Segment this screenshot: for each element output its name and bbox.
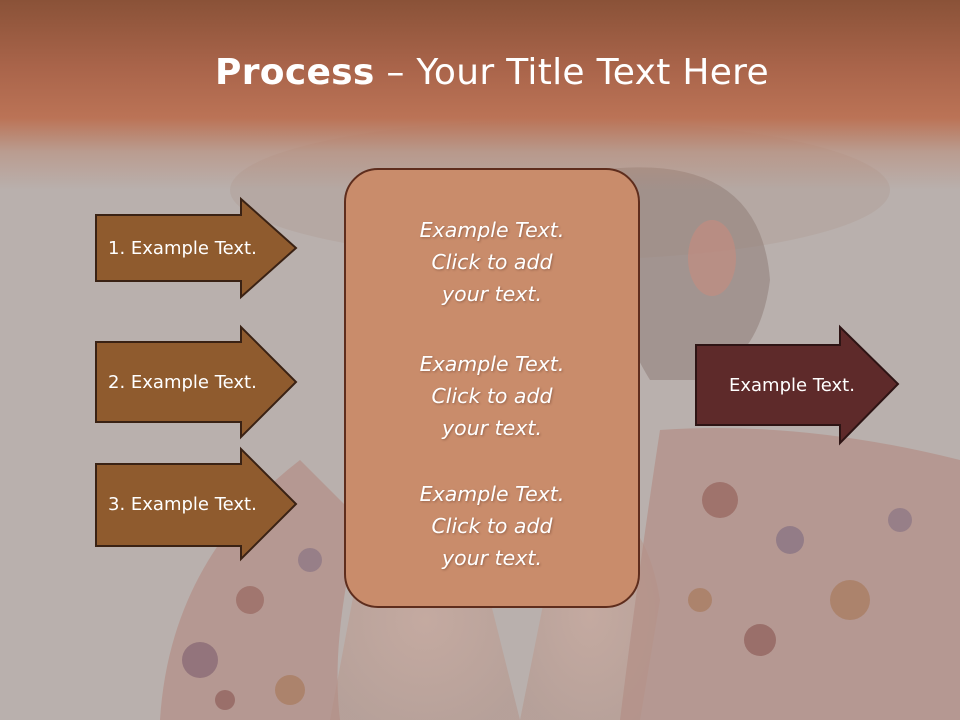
left-arrow-3-label: 3. Example Text. [108,493,257,515]
right-arrow[interactable]: Example Text. [695,324,900,446]
center-text-group-2: Example Text. Click to add your text. [346,348,638,444]
group-3-line-3: your text. [442,546,542,570]
group-1-line-3: your text. [442,282,542,306]
title-bold: Process [215,52,375,93]
header-band [0,0,960,190]
center-text-group-3: Example Text. Click to add your text. [346,478,638,574]
group-1-line-2: Click to add [431,250,553,274]
right-arrow-label: Example Text. [729,374,855,396]
arrow-right-shape [95,196,298,300]
left-arrow-3[interactable]: 3. Example Text. [95,446,298,562]
group-3-line-2: Click to add [431,514,553,538]
arrow-right-shape [95,446,298,562]
left-arrow-1-label: 1. Example Text. [108,237,257,259]
group-1-line-1: Example Text. [419,218,565,242]
center-text-group-1: Example Text. Click to add your text. [346,214,638,310]
left-arrow-1[interactable]: 1. Example Text. [95,196,298,300]
group-3-line-1: Example Text. [419,482,565,506]
arrow-right-shape [95,324,298,440]
arrow-right-shape [695,324,900,446]
group-2-line-3: your text. [442,416,542,440]
group-2-line-1: Example Text. [419,352,565,376]
left-arrow-2[interactable]: 2. Example Text. [95,324,298,440]
group-2-line-2: Click to add [431,384,553,408]
center-text-box[interactable]: Example Text. Click to add your text. Ex… [344,168,640,608]
left-arrow-2-label: 2. Example Text. [108,371,257,393]
slide-title[interactable]: Process – Your Title Text Here [0,52,960,93]
title-rest: – Your Title Text Here [374,52,769,93]
